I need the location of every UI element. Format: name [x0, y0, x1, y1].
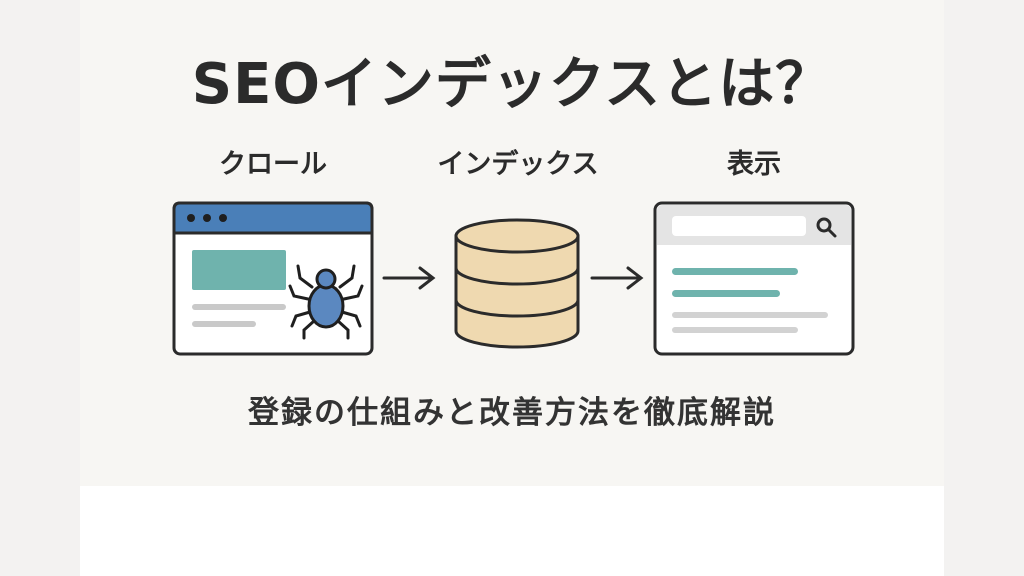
subtitle: 登録の仕組みと改善方法を徹底解説 — [248, 395, 776, 431]
right-arrow-icon — [382, 266, 436, 290]
search-results-page-icon — [653, 201, 855, 356]
stage-label-crawl: クロール — [219, 149, 327, 180]
stage-label-display: 表示 — [727, 149, 781, 180]
search-icon — [816, 217, 837, 238]
page-title: SEOインデックスとは？ — [191, 52, 833, 117]
spider-icon — [288, 264, 364, 340]
browser-with-spider-icon — [172, 201, 374, 356]
stage-label-index: インデックス — [437, 149, 599, 180]
right-arrow-icon — [590, 266, 644, 290]
database-icon — [454, 218, 580, 349]
bottom-strip — [80, 486, 944, 576]
